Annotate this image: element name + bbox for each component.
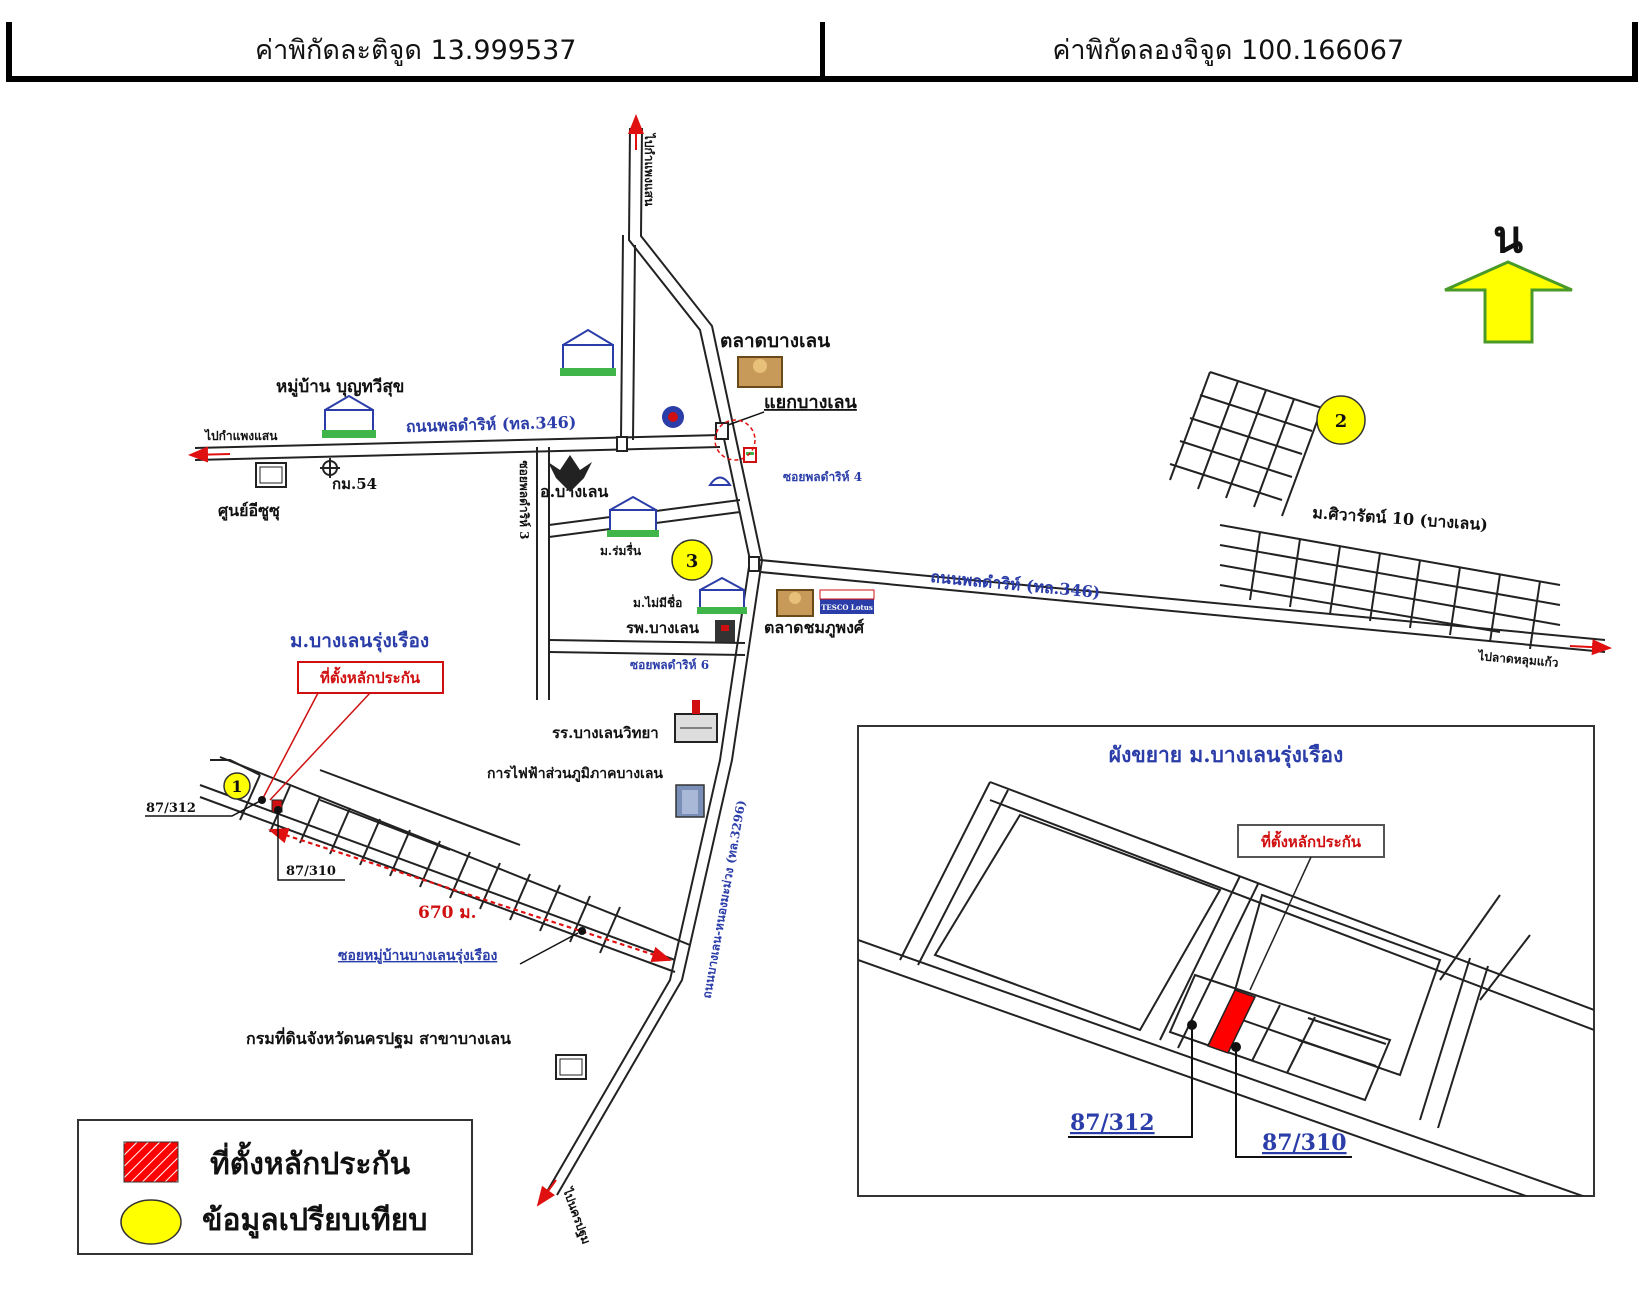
village-icon [322,394,376,438]
label-west-end: ไปกำแพงแสน [203,428,278,443]
label-siwarat: ม.ศิวารัตน์ 10 (บางเลน) [1312,503,1489,534]
village-icon [560,328,616,376]
village-grid-rungruang [210,759,621,954]
comparison-marker-3: 3 [671,539,713,581]
label-soi-6: ซอยพลดำริห์ 6 [630,658,709,672]
school-icon [674,700,718,743]
label-market: ตลาดบางเลน [720,330,830,352]
plot-b-pointer [277,810,345,881]
marker-3-label: 3 [686,551,699,572]
label-main-road-1: ถนนพลดำริห์ (ทล.346) [406,413,577,436]
legend-comparison-swatch [120,1199,182,1245]
label-village-boonsuk: หมู่บ้าน บุญทวีสุข [276,376,404,398]
label-school: รร.บางเลนวิทยา [552,724,659,742]
north-label: น [1493,212,1523,263]
longitude-text: ค่าพิกัดลองจิจูด 100.166067 [819,22,1633,76]
label-highway-3296: ถนนบางเลน-หนองมะม่วง (ทล.3296) [700,799,749,999]
tesco-icon: TESCO Lotus [819,589,875,614]
label-east-end: ไปลาดหลุมแก้ว [1476,648,1560,671]
police-icon [662,406,684,428]
label-soi-3: ซอยพลดำริห์ 3 [517,460,531,539]
village-grid-siwarat [1169,371,1561,650]
inset-plot-a-label: 87/312 [1070,1110,1155,1136]
label-zuzu: ศูนย์อีซูซุ [218,501,280,522]
legend-collateral-swatch [123,1141,179,1183]
distance-label: 670 ม. [418,903,477,923]
seven-eleven-icon [743,447,757,463]
market-icon [737,356,783,388]
label-land-office: กรมที่ดินจังหวัดนครปฐม สาขาบางเลน [246,1027,511,1049]
inset-plot-b-label: 87/310 [1262,1130,1347,1156]
label-village-rungruang: ม.บางเลนรุ่งเรือง [290,630,429,653]
label-soi-village: ซอยหมู่บ้านบางเลนรุ่งเรือง [338,948,497,964]
plot-a-pointer [145,799,263,817]
hospital-icon [715,620,735,642]
marker-2-label: 2 [1335,411,1348,432]
inset-collateral-text: ที่ตั้งหลักประกัน [1261,830,1362,851]
label-south-end: ไปนครปฐม [559,1184,595,1246]
coordinate-header: ค่าพิกัดละติจูด 13.999537 ค่าพิกัดลองจิจ… [6,22,1638,82]
label-hospital: รพ.บางเลน [626,619,700,637]
legend: ที่ตั้งหลักประกัน ข้อมูลเปรียบเทียบ [77,1119,473,1255]
label-district: อ.บางเลน [540,482,608,501]
village-icon [607,495,659,537]
collateral-plot-inset [1206,989,1257,1054]
label-km54: กม.54 [332,475,377,493]
label-north-end: ไปกำแพงแสน [642,132,657,207]
plot-a-label: 87/312 [146,801,196,816]
label-electric: การไฟฟ้าส่วนภูมิภาคบางเลน [487,764,663,782]
collateral-callout-text: ที่ตั้งหลักประกัน [320,666,421,687]
junction-highlight-circle [714,419,756,461]
district-emblem-icon [548,455,592,492]
temple-icon [708,476,732,486]
soi-village-pointer [519,932,579,965]
label-junction: แยกบางเลน [764,392,858,413]
direction-arrows [188,114,1612,1207]
label-chomphu-market: ตลาดชมภูพงศ์ [764,618,865,639]
soi-village-dot [578,927,586,935]
comparison-marker-2: 2 [1316,395,1366,445]
plot-b-label: 87/310 [286,864,336,879]
comparison-marker-1: 1 [223,772,251,800]
junction-pointer [727,411,765,426]
legend-collateral-text: ที่ตั้งหลักประกัน [210,1141,411,1182]
marker-1-label: 1 [231,777,242,796]
traffic-light-icon [616,422,760,572]
north-arrow-icon: น [1444,212,1573,344]
latitude-text: ค่าพิกัดละติจูด 13.999537 [255,34,577,66]
label-soi-4: ซอยพลดำริห์ 4 [783,470,862,484]
office-building-icon [675,784,705,818]
building-icon [255,462,287,488]
inset-title: ผังขยาย ม.บางเลนรุ่งเรือง [1109,742,1343,769]
legend-comparison-text: ข้อมูลเปรียบเทียบ [202,1203,427,1239]
label-no-name: ม.ไม่มีชื่อ [633,594,682,610]
inset-map: ผังขยาย ม.บางเลนรุ่งเรือง [857,725,1595,1197]
label-rom-rein: ม.ร่มรื่น [600,542,642,558]
village-icon [697,576,747,614]
km-marker-icon [320,458,340,478]
land-office-icon [555,1054,587,1080]
market-icon [776,589,814,617]
collateral-callout: ที่ตั้งหลักประกัน [261,661,444,801]
tesco-text: TESCO Lotus [821,603,873,612]
